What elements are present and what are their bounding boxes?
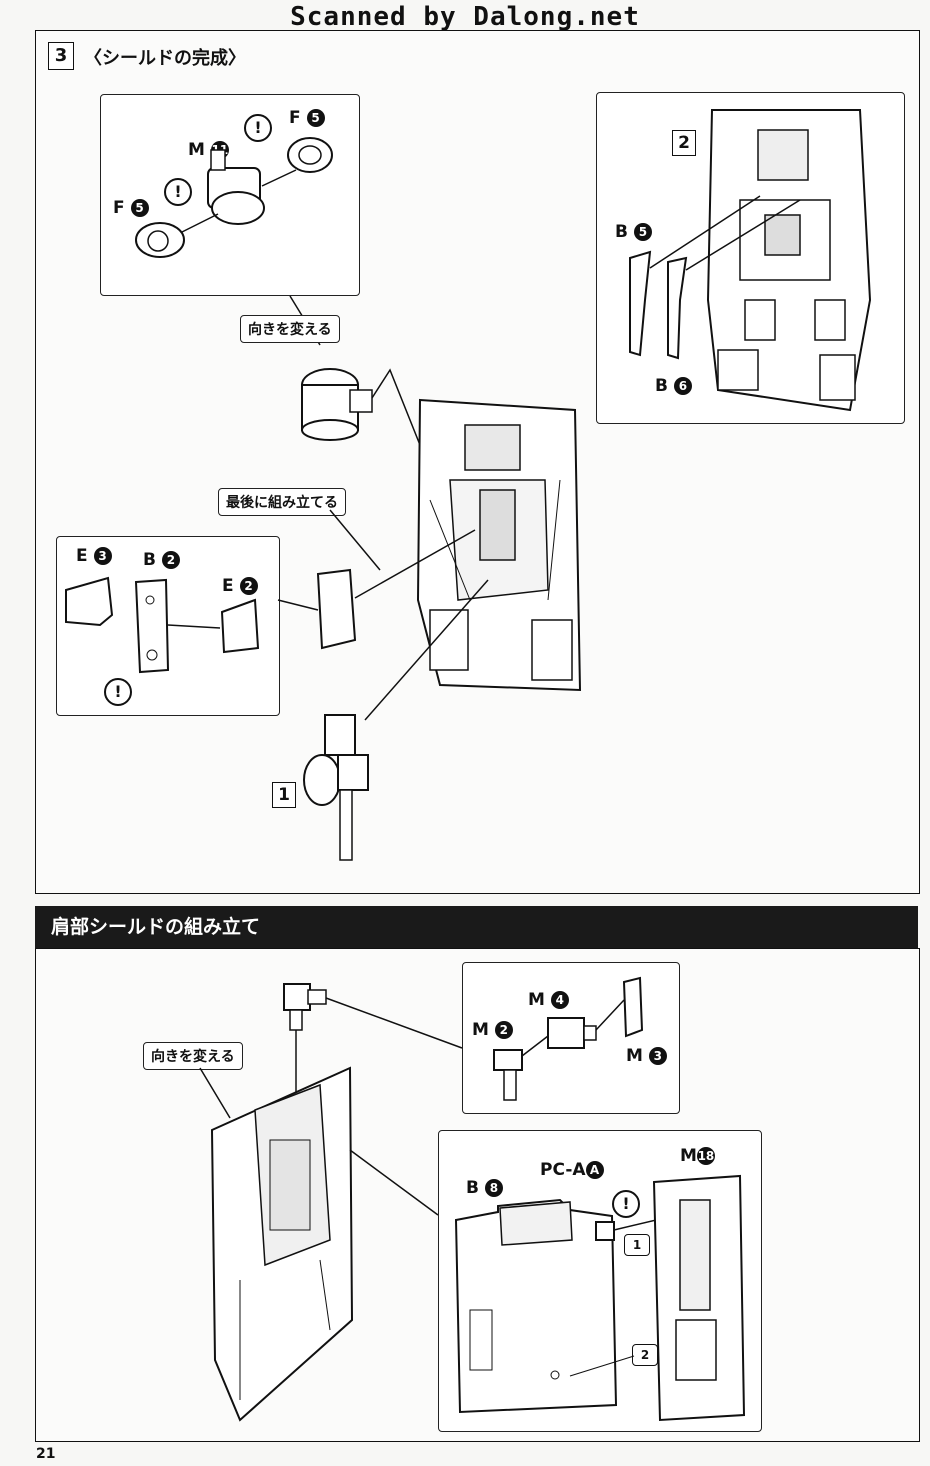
warning-icon: ! [164, 178, 192, 206]
page-number: 21 [36, 1446, 56, 1462]
part-label-m3: M 3 [626, 1046, 667, 1066]
watermark: Scanned by Dalong.net [290, 2, 640, 32]
callout-assemble-last: 最後に組み立てる [218, 488, 346, 516]
callout-turn-around: 向きを変える [240, 315, 340, 343]
section-banner: 肩部シールドの組み立て [35, 906, 918, 948]
part-label-b2: B 2 [143, 550, 180, 570]
warning-icon: ! [612, 1190, 640, 1218]
warning-icon: ! [104, 678, 132, 706]
warning-icon: ! [244, 114, 272, 142]
ref-box-2: 2 [672, 130, 696, 156]
part-label-m2: M 2 [472, 1020, 513, 1040]
part-label-b5: B 5 [615, 222, 652, 242]
part-label-f5-top: F 5 [289, 108, 325, 128]
part-label-e3: E 3 [76, 546, 112, 566]
part-label-m4: M 4 [528, 990, 569, 1010]
step-number: 3 [48, 42, 74, 70]
step-title: 〈シールドの完成〉 [84, 48, 246, 69]
part-label-m18: M18 [680, 1146, 715, 1166]
part-label-f5-left: F 5 [113, 198, 149, 218]
part-label-e2: E 2 [222, 576, 258, 596]
ref-box-1: 1 [272, 782, 296, 808]
callout-turn-around-shoulder: 向きを変える [143, 1042, 243, 1070]
part-label-b6: B 6 [655, 376, 692, 396]
step-hex-1: 1 [624, 1234, 650, 1256]
part-label-b8: B 8 [466, 1178, 503, 1198]
